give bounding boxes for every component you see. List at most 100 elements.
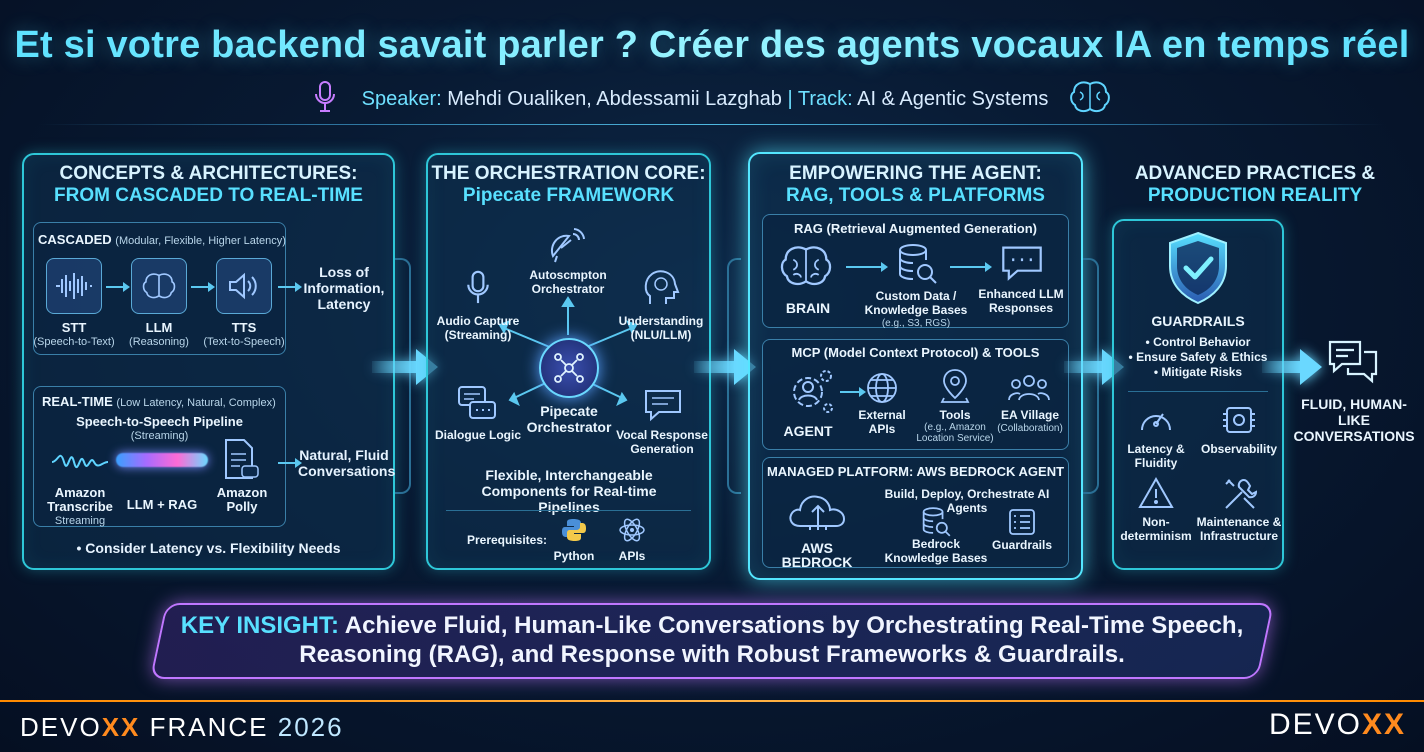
orchestrator-hub-icon <box>539 338 599 398</box>
prereq-label: Prerequisites: <box>466 533 548 547</box>
llm-rag-label: LLM + RAG <box>126 497 198 512</box>
arrow-llm-tts <box>191 282 215 292</box>
guardrails-divider <box>1128 391 1268 392</box>
cascaded-heading: CASCADED (Modular, Flexible, Higher Late… <box>38 232 286 247</box>
arrow-realtime-outcome <box>278 458 302 468</box>
mcp-agent-label: AGENT <box>783 423 833 439</box>
page-title: Et si votre backend savait parler ? Crée… <box>0 24 1424 67</box>
col1-bracket <box>395 258 411 494</box>
arrow-brain-data <box>846 262 888 272</box>
flow-arrow-1-shaft <box>372 361 418 373</box>
flow-arrow-4 <box>1300 349 1322 385</box>
footer-logo-left: DEVOXX FRANCE 2026 <box>20 712 344 742</box>
agent-gear-icon <box>793 370 833 413</box>
network-icon <box>554 353 584 383</box>
globe-icon <box>867 373 897 403</box>
shield-check-icon <box>1169 231 1227 305</box>
header-divider <box>40 124 1384 125</box>
mcp-heading: MCP (Model Context Protocol) & TOOLS <box>791 345 1040 360</box>
stt-label: STT (Speech-to-Text) <box>33 320 115 349</box>
node-right-label: Understanding (NLU/LLM) <box>618 314 704 342</box>
waveform-icon <box>56 273 92 299</box>
col3-bracket <box>1083 258 1099 494</box>
brain-icon <box>142 273 176 299</box>
advanced-item-observability: Observability <box>1200 442 1278 456</box>
platform-build-label: Build, Deploy, Orchestrate AI Agents <box>884 487 1050 515</box>
node-left-label: Audio Capture (Streaming) <box>436 314 520 342</box>
tts-label: TTS (Text-to-Speech) <box>203 320 285 349</box>
panel-concepts-title: CONCEPTS & ARCHITECTURES: FROM CASCADED … <box>54 163 363 206</box>
tts-box <box>216 258 272 314</box>
cloud-icon <box>789 495 846 530</box>
orchestration-tagline: Flexible, Interchangeable Components for… <box>481 467 657 515</box>
rag-heading: RAG (Retrieval Augmented Generation) <box>794 221 1037 236</box>
key-insight-text: KEY INSIGHT: Achieve Fluid, Human-Like C… <box>180 612 1244 668</box>
guardrails-bullet-3: • Mitigate Risks <box>1153 365 1243 379</box>
platform-bedrock-label: AWS BEDROCK <box>781 540 853 570</box>
platform-guardrails-label: Guardrails <box>991 538 1053 552</box>
guardrails-bullet-2: • Ensure Safety & Ethics <box>1128 350 1268 364</box>
node-bottom-right-label: Vocal Response Generation <box>616 428 708 456</box>
rag-custom-label: Custom Data / Knowledge Bases (e.g., S3,… <box>864 289 968 329</box>
cascaded-outcome: Loss of Information, Latency <box>303 264 385 312</box>
flow-arrow-2-shaft <box>694 361 736 373</box>
rag-brain-label: BRAIN <box>785 300 831 316</box>
realtime-outcome: Natural, Fluid Conversations <box>298 447 396 479</box>
footer-logo-right: DEVOXX <box>1268 708 1406 741</box>
node-bottom-left-label: Dialogue Logic <box>434 428 521 442</box>
realtime-heading: REAL-TIME (Low Latency, Natural, Complex… <box>42 394 276 409</box>
database-search-icon <box>899 244 937 284</box>
arrow-agent-apis <box>840 387 866 397</box>
panel-advanced-title: ADVANCED PRACTICES & PRODUCTION REALITY <box>1134 163 1376 206</box>
people-group-icon <box>1008 375 1050 401</box>
database-search-icon <box>922 507 951 537</box>
arrow-cascaded-outcome <box>278 282 302 292</box>
python-icon <box>562 519 586 541</box>
flow-arrow-4-shaft <box>1262 361 1302 373</box>
orchestration-divider <box>446 510 691 511</box>
chat-bubbles-icon <box>458 386 496 419</box>
speaker-icon <box>229 272 257 300</box>
result-label: FLUID, HUMAN-LIKE CONVERSATIONS <box>1293 396 1415 444</box>
llm-label: LLM (Reasoning) <box>129 320 189 349</box>
realtime-wave-icon <box>51 454 109 469</box>
prereq-apis: APIs <box>618 549 646 563</box>
advanced-item-latency: Latency & Fluidity <box>1127 442 1185 470</box>
arrow-data-response <box>950 262 992 272</box>
message-icon <box>645 390 681 422</box>
prereq-python: Python <box>553 549 595 563</box>
mcp-box <box>762 339 1069 450</box>
polly-label: Amazon Polly <box>216 485 268 514</box>
checklist-icon <box>1009 509 1035 535</box>
llm-box <box>131 258 187 314</box>
mcp-tools-label: Tools (e.g., Amazon Location Service) <box>916 408 994 444</box>
document-speech-icon <box>225 439 259 479</box>
panel-orchestration-title: THE ORCHESTRATION CORE: Pipecate FRAMEWO… <box>431 163 706 206</box>
rag-enhanced-label: Enhanced LLM Responses <box>978 287 1064 315</box>
brain-icon <box>1070 81 1110 113</box>
realtime-stream-icon <box>116 453 208 467</box>
flow-arrow-3-shaft <box>1064 361 1104 373</box>
arrow-stt-llm <box>106 282 130 292</box>
atom-icon <box>619 518 645 542</box>
mcp-village-label: EA Village (Collaboration) <box>997 408 1063 434</box>
stt-box <box>46 258 102 314</box>
speaker-line: Speaker: Mehdi Oualiken, Abdessamii Lazg… <box>0 80 1424 114</box>
speedometer-icon <box>1141 413 1171 431</box>
conversation-bubbles-icon <box>1328 340 1378 384</box>
warning-icon <box>1138 476 1174 508</box>
realtime-pipeline: Speech-to-Speech Pipeline (Streaming) <box>76 414 243 443</box>
guardrails-heading: GUARDRAILS <box>1151 313 1245 329</box>
col1-footnote: • Consider Latency vs. Flexibility Needs <box>76 540 341 556</box>
col2-bracket <box>727 258 741 494</box>
footer-divider <box>0 700 1424 702</box>
head-brain-icon <box>644 270 680 304</box>
tools-icon <box>1225 478 1258 509</box>
microphone-icon <box>467 270 489 304</box>
advanced-item-maintenance: Maintenance & Infrastructure <box>1196 515 1282 543</box>
platform-box <box>762 457 1069 568</box>
brain-icon <box>780 246 832 286</box>
transcribe-label: Amazon Transcribe Streaming <box>47 485 113 528</box>
node-top-label: Autoscmpton Orchestrator <box>529 268 607 296</box>
platform-heading: MANAGED PLATFORM: AWS BEDROCK AGENT <box>766 464 1065 479</box>
